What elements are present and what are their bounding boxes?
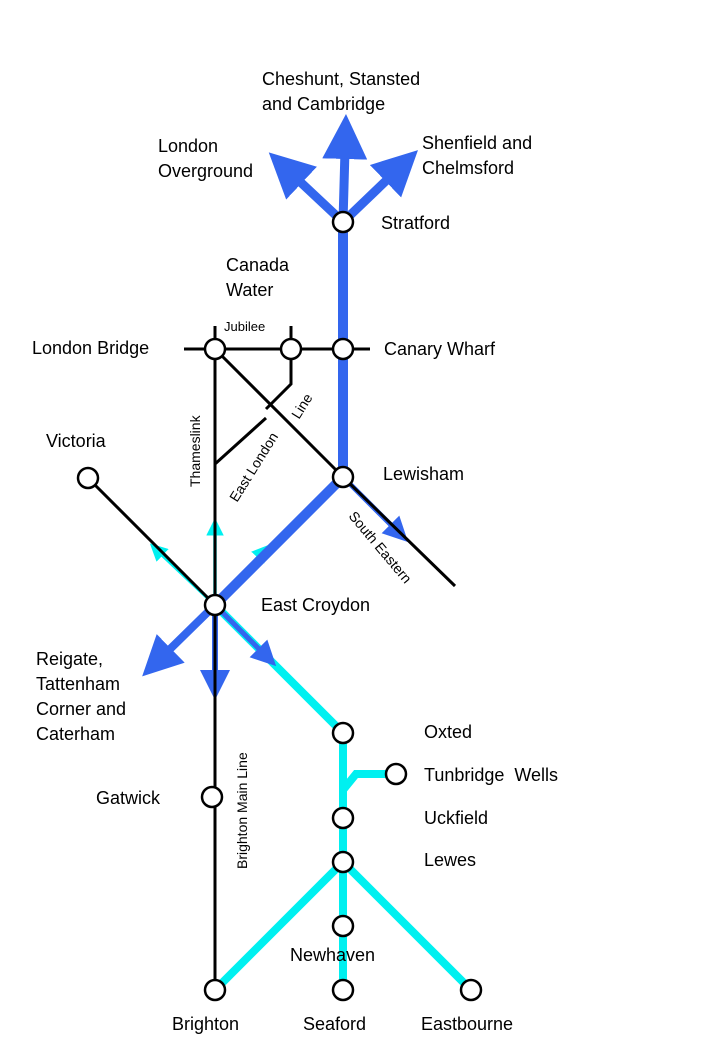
label-canada-water: Canada Water xyxy=(226,255,290,300)
station-lewisham xyxy=(331,465,355,489)
label-brighton: Brighton xyxy=(172,1014,240,1034)
station-uckfield xyxy=(331,806,355,830)
label-lewes: Lewes xyxy=(424,850,477,870)
station-brighton xyxy=(203,978,227,1002)
label-victoria: Victoria xyxy=(46,431,106,451)
label-shenfield: Shenfield and Chelmsford xyxy=(422,133,533,178)
cyan-line-lewes-eastbourne xyxy=(339,858,475,994)
label-newhaven: Newhaven xyxy=(290,945,376,965)
label-london-overground: London Overground xyxy=(158,136,254,181)
station-gatwick xyxy=(200,785,224,809)
station-seaford xyxy=(331,978,355,1002)
stations xyxy=(76,210,483,1002)
station-victoria xyxy=(76,466,100,490)
coastal-lines xyxy=(211,601,475,994)
label-london-bridge: London Bridge xyxy=(32,338,150,358)
station-newhaven xyxy=(331,914,355,938)
label-seaford: Seaford xyxy=(303,1014,367,1034)
station-london-bridge xyxy=(203,337,227,361)
label-stratford: Stratford xyxy=(381,213,451,233)
station-tunbridge-wells xyxy=(384,762,408,786)
label-uckfield: Uckfield xyxy=(424,808,489,828)
label-jubilee: Jubilee xyxy=(224,319,266,334)
label-lewisham: Lewisham xyxy=(383,464,465,484)
cyan-line-lewes-brighton xyxy=(211,858,347,994)
blue-line-stratford-cambridge xyxy=(322,114,368,227)
label-brighton-main-line: Brighton Main Line xyxy=(234,752,250,869)
label-eastbourne: Eastbourne xyxy=(421,1014,514,1034)
label-canary-wharf: Canary Wharf xyxy=(384,339,496,359)
label-thameslink: Thameslink xyxy=(187,415,203,487)
east-london-line xyxy=(264,349,293,411)
south-eastern-line xyxy=(341,475,457,588)
label-tunbridge-wells: Tunbridge Wells xyxy=(424,765,559,785)
station-lewes xyxy=(331,850,355,874)
london-bridge-lewisham-line xyxy=(213,347,345,479)
station-stratford xyxy=(331,210,355,234)
label-reigate: Reigate, Tattenham Corner and Caterham xyxy=(36,649,127,744)
cyan-line-tunbridge-branch xyxy=(339,770,400,794)
blue-line-stratford-shenfield xyxy=(338,150,418,227)
victoria-line xyxy=(86,476,217,607)
blue-line-lewisham-croydon xyxy=(210,472,348,610)
label-east-croydon: East Croydon xyxy=(261,595,371,615)
blue-arrow-reigate xyxy=(142,601,219,677)
station-east-croydon xyxy=(203,593,227,617)
station-oxted xyxy=(331,721,355,745)
station-canary-wharf xyxy=(331,337,355,361)
east-london-link xyxy=(213,416,268,466)
station-canada-water xyxy=(279,337,303,361)
label-oxted: Oxted xyxy=(424,722,473,742)
station-eastbourne xyxy=(459,978,483,1002)
label-gatwick: Gatwick xyxy=(96,788,161,808)
label-cheshunt: Cheshunt, Stansted and Cambridge xyxy=(262,69,421,114)
